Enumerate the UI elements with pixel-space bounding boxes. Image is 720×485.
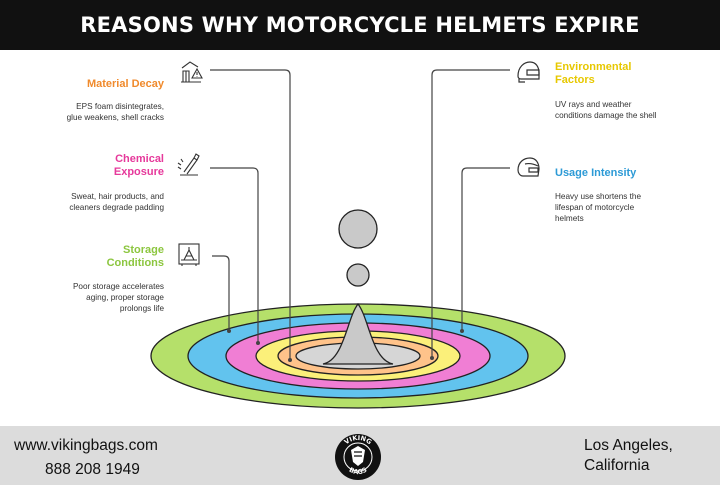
reason-title-chemical-exposure: Chemical Exposure	[113, 153, 164, 178]
svg-text:BAGS: BAGS	[348, 466, 369, 477]
helmet-side-icon	[517, 157, 540, 177]
reason-title-environmental-factors: Environmental Factors	[555, 61, 632, 86]
footer-location: Los Angeles, California	[584, 437, 673, 474]
connector-dot	[288, 358, 292, 362]
droplet-small	[346, 263, 370, 287]
viking-bags-logo: VIKING BAGS	[335, 434, 381, 480]
reason-title-storage-conditions: Storage Conditions	[106, 244, 164, 269]
warning-structure-icon	[181, 61, 203, 83]
connector-environmental-factors	[431, 69, 510, 358]
connector-dot	[460, 329, 464, 333]
reason-desc-chemical-exposure: Sweat, hair products, and cleaners degra…	[69, 192, 164, 212]
connector-dot	[430, 356, 434, 360]
title-bar: REASONS WHY MOTORCYCLE HELMETS EXPIRE	[0, 0, 720, 50]
storage-box-icon	[178, 243, 200, 266]
reason-title-material-decay: Material Decay	[86, 78, 164, 90]
reason-desc-usage-intensity: Heavy use shortens the lifespan of motor…	[555, 192, 642, 223]
splash-cone	[322, 302, 394, 365]
reason-desc-environmental-factors: UV rays and weather conditions damage th…	[555, 100, 657, 120]
footer-website[interactable]: www.vikingbags.com	[14, 437, 158, 454]
connector-material-decay	[210, 69, 291, 360]
reason-title-usage-intensity: Usage Intensity	[555, 167, 637, 179]
spray-bottle-icon	[177, 153, 200, 176]
droplet-large	[338, 209, 378, 249]
connector-usage-intensity	[461, 167, 510, 331]
reason-desc-material-decay: EPS foam disintegrates, glue weakens, sh…	[66, 102, 164, 122]
connector-dot	[256, 341, 260, 345]
connector-storage-conditions	[212, 255, 230, 331]
helmet-icon	[517, 61, 540, 83]
connector-dot	[227, 329, 231, 333]
reason-desc-storage-conditions: Poor storage accelerates aging, proper s…	[72, 282, 164, 313]
footer-phone[interactable]: 888 208 1949	[45, 461, 140, 478]
svg-text:VIKING: VIKING	[343, 434, 373, 446]
connector-chemical-exposure	[210, 167, 259, 343]
page-title: REASONS WHY MOTORCYCLE HELMETS EXPIRE	[80, 13, 640, 37]
ripple-diagram	[150, 69, 566, 409]
